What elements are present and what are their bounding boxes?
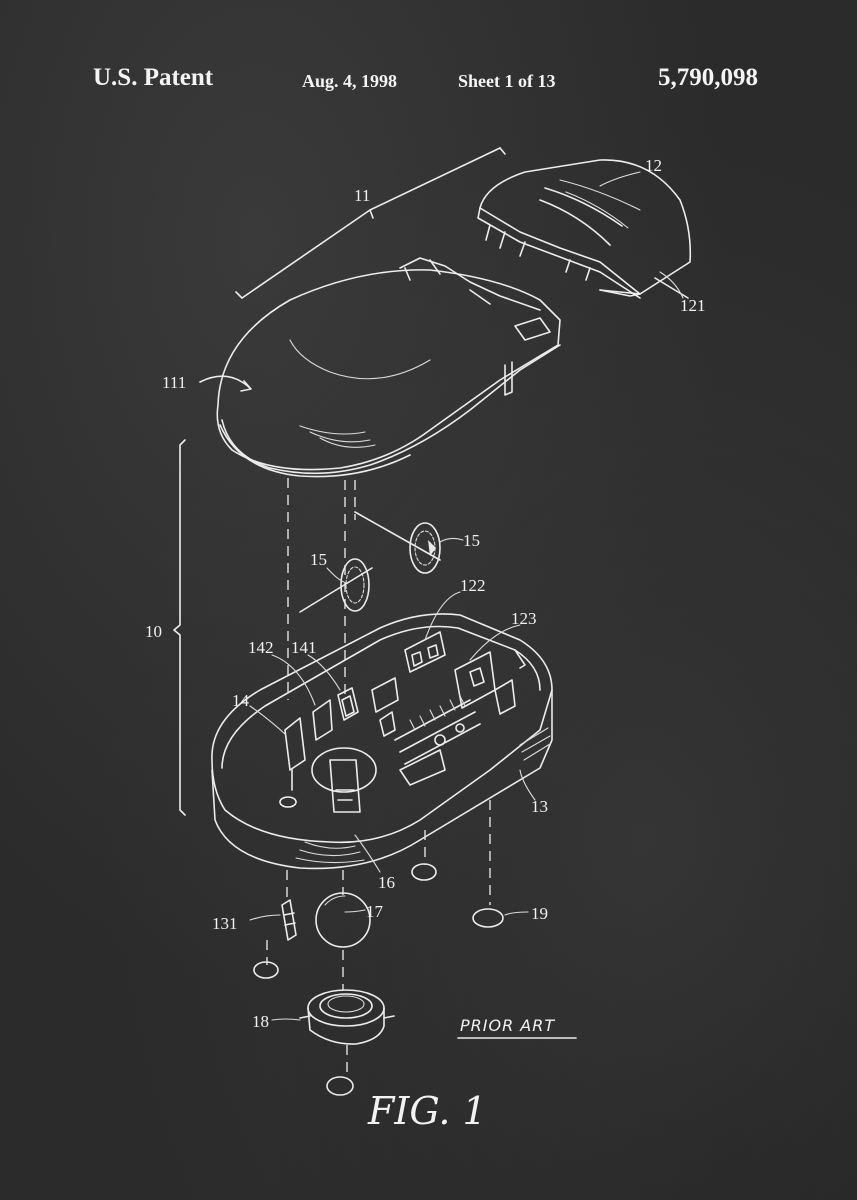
lower-housing-13 — [211, 613, 553, 870]
prior-art-label: PRIOR ART — [460, 1016, 555, 1035]
ref-122: 122 — [460, 576, 486, 595]
internal-components — [279, 631, 516, 813]
encoder-wheel-left — [299, 558, 373, 613]
patent-number: 5,790,098 — [658, 64, 758, 91]
ref-13: 13 — [531, 797, 548, 816]
ref-131: 131 — [212, 914, 238, 933]
button-piece-12 — [477, 159, 692, 299]
assembly-lines — [266, 478, 491, 1075]
patent-date: Aug. 4, 1998 — [302, 71, 398, 91]
top-cover-111 — [216, 257, 561, 478]
patent-sheet: Sheet 1 of 13 — [458, 71, 556, 91]
ref-14: 14 — [232, 691, 250, 710]
ref-15-right: 15 — [463, 531, 480, 550]
ball-17 — [315, 892, 371, 948]
patent-label: U.S. Patent — [93, 64, 214, 91]
ref-121: 121 — [680, 296, 706, 315]
figure-caption: FIG. 1 — [367, 1089, 487, 1133]
ref-18: 18 — [252, 1012, 269, 1031]
leader-lines — [249, 171, 684, 1021]
ref-15-left: 15 — [310, 550, 327, 569]
retainer-ring-18 — [299, 989, 395, 1045]
ref-10: 10 — [145, 622, 162, 641]
ref-111: 111 — [162, 373, 186, 392]
ref-141: 141 — [291, 638, 317, 657]
ref-16: 16 — [378, 873, 395, 892]
reference-numerals: 11 12 121 111 15 15 122 123 10 142 141 1… — [145, 156, 706, 1031]
arrow-111 — [240, 380, 252, 392]
leader-111 — [199, 375, 251, 389]
encoder-wheel-right — [354, 511, 441, 574]
bracket-11 — [235, 147, 506, 299]
ref-17: 17 — [366, 902, 384, 921]
ref-11: 11 — [354, 186, 370, 205]
ref-12: 12 — [645, 156, 662, 175]
bracket-10 — [173, 439, 186, 816]
ref-19: 19 — [531, 904, 548, 923]
feet-and-parts — [253, 863, 504, 1096]
ref-142: 142 — [248, 638, 274, 657]
ref-123: 123 — [511, 609, 537, 628]
